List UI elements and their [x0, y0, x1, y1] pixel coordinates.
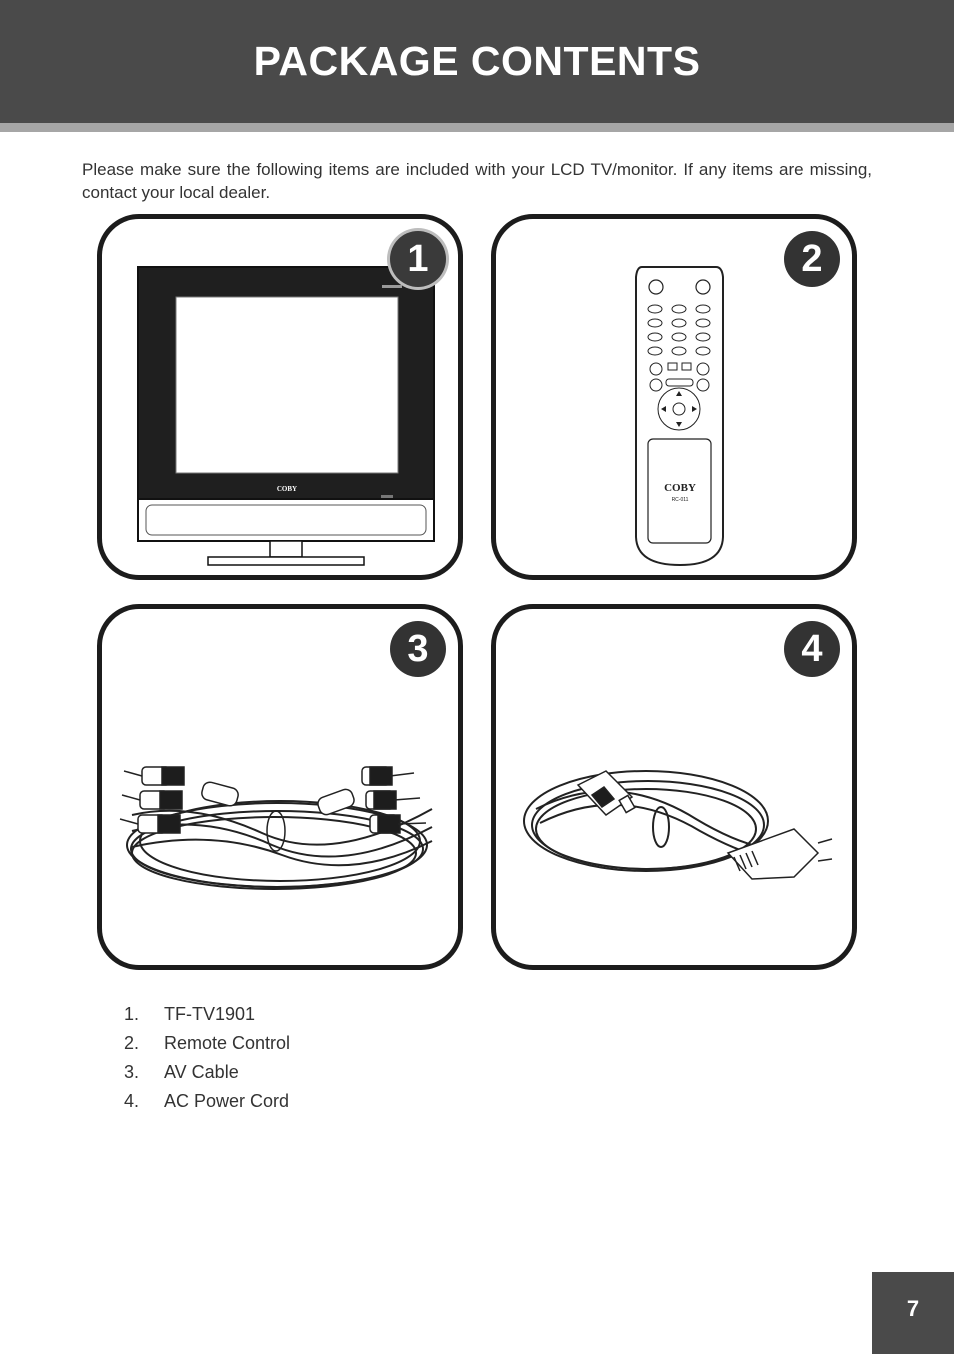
badge-4: 4 [784, 621, 840, 677]
list-item-label: AV Cable [164, 1062, 239, 1082]
item-panel-remote: COBY RC-011 2 [491, 214, 857, 580]
contents-list: 1.TF-TV1901 2.Remote Control 3.AV Cable … [124, 1001, 290, 1117]
list-item-label: TF-TV1901 [164, 1004, 256, 1024]
list-item-number: 2. [124, 1033, 140, 1053]
list-item-number: 4. [124, 1091, 140, 1111]
page-title: PACKAGE CONTENTS [253, 38, 701, 84]
tv-brand-label: COBY [277, 485, 297, 493]
intro-paragraph: Please make sure the following items are… [82, 160, 872, 202]
badge-1: 1 [390, 231, 446, 287]
item-panel-power-cord: 4 [491, 604, 857, 970]
list-item-label: AC Power Cord [164, 1091, 290, 1111]
page-number: 7 [906, 1296, 920, 1321]
power-cord-illustration [523, 770, 833, 880]
tv-illustration: COBY [137, 266, 435, 566]
list-item: 3. AV Cable [124, 1059, 290, 1088]
badge-3: 3 [390, 621, 446, 677]
remote-model-label: RC-011 [672, 497, 689, 503]
item-panel-tv: COBY 1 [97, 214, 463, 580]
list-item: 2. Remote Control [124, 1030, 290, 1059]
list-item: 4. AC Power Cord [124, 1088, 290, 1117]
item-panel-av-cable: 3 [97, 604, 463, 970]
list-item: 1. TF-TV1901 [124, 1001, 290, 1030]
remote-illustration: COBY RC-011 [635, 266, 724, 567]
remote-brand-label: COBY [664, 482, 696, 494]
av-cable-illustration [119, 766, 433, 890]
page-number-tab: 7 [872, 1272, 954, 1354]
list-item-number: 1. [124, 1004, 140, 1024]
header-divider [0, 123, 954, 132]
list-item-label: Remote Control [164, 1033, 291, 1053]
list-item-number: 3. [124, 1062, 140, 1082]
page-header: PACKAGE CONTENTS [0, 0, 954, 123]
badge-2: 2 [784, 231, 840, 287]
